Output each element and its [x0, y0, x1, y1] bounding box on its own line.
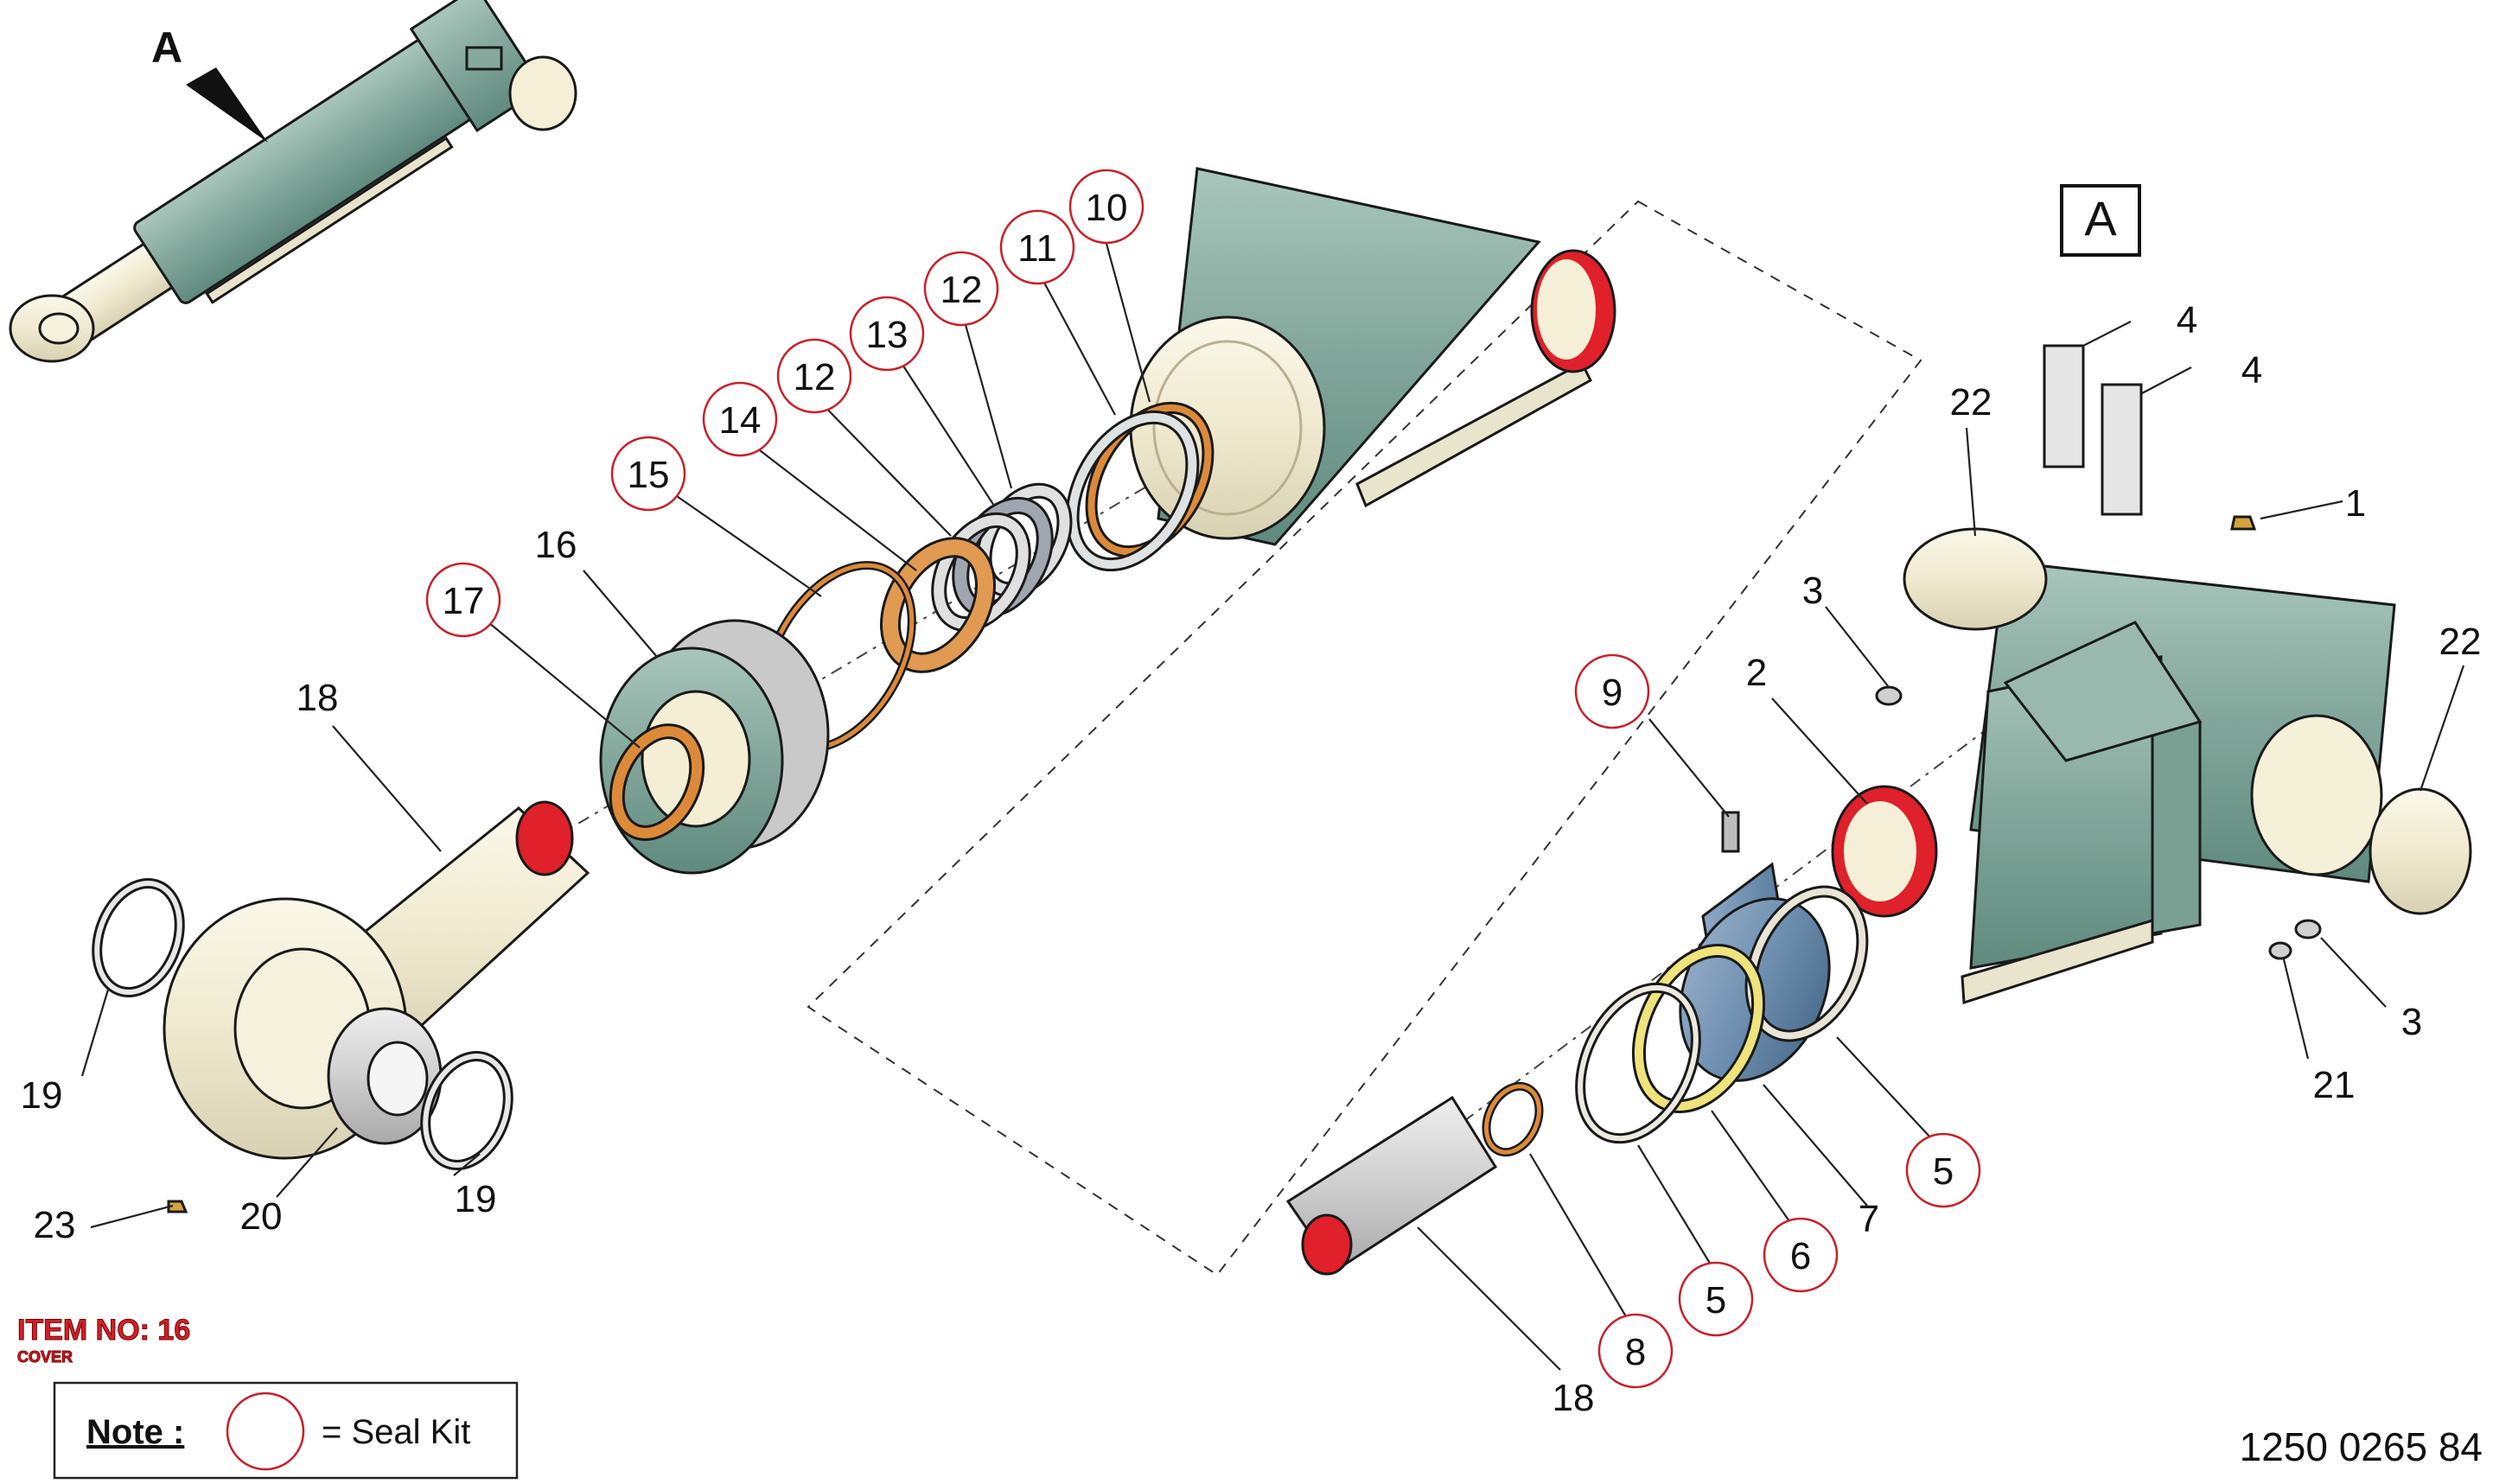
exploded-group-outline	[807, 200, 1922, 1277]
svg-text:5: 5	[1705, 1279, 1726, 1322]
view-a-box	[2060, 184, 2141, 257]
callout-21: 21	[2313, 1064, 2356, 1106]
callout-4-lower: 4	[2241, 349, 2262, 392]
upper-center-axis	[552, 397, 1297, 839]
svg-text:7: 7	[1858, 1198, 1879, 1240]
svg-text:12: 12	[940, 269, 983, 311]
svg-text:16: 16	[535, 524, 577, 566]
callout-15: 15	[610, 436, 686, 512]
svg-text:11: 11	[1017, 227, 1057, 270]
svg-text:22: 22	[2439, 621, 2482, 663]
svg-text:19: 19	[455, 1178, 497, 1220]
svg-text:20: 20	[240, 1195, 283, 1238]
document-number: 1250 0265 84	[2240, 1424, 2483, 1469]
svg-text:10: 10	[1086, 187, 1128, 229]
piston-rod-with-eye	[92, 800, 590, 1213]
callout-13: 13	[849, 296, 925, 372]
svg-text:14: 14	[719, 399, 762, 442]
callout-18-left: 18	[296, 677, 339, 719]
callout-19-right: 19	[455, 1178, 497, 1220]
callout-20: 20	[240, 1195, 283, 1238]
callout-6: 6	[1763, 1217, 1839, 1293]
callout-1: 1	[2345, 482, 2366, 525]
svg-text:5: 5	[1933, 1150, 1954, 1193]
svg-text:13: 13	[866, 314, 909, 356]
callout-22-upper: 22	[1950, 381, 1992, 424]
callout-11: 11	[999, 209, 1075, 285]
svg-text:12: 12	[794, 356, 836, 398]
svg-text:2: 2	[1746, 652, 1767, 694]
svg-text:3: 3	[2401, 1001, 2422, 1043]
svg-text:17: 17	[443, 580, 485, 622]
callout-18-lower: 18	[1552, 1377, 1595, 1419]
svg-text:21: 21	[2313, 1064, 2356, 1106]
seal-kit-symbol	[226, 1392, 305, 1471]
view-a-box-label: A	[2084, 191, 2117, 245]
svg-text:4: 4	[2241, 349, 2262, 392]
note-legend: Note : = Seal Kit	[53, 1381, 519, 1480]
callout-23: 23	[34, 1204, 76, 1246]
svg-text:1: 1	[2345, 482, 2366, 525]
callout-12-lower: 12	[776, 338, 852, 414]
item-subtitle: COVER	[17, 1348, 73, 1366]
view-a-arrow	[186, 67, 268, 143]
svg-text:18: 18	[1552, 1377, 1595, 1419]
upper-seal-stack	[761, 401, 1215, 753]
callout-12-upper: 12	[923, 251, 999, 327]
item-title: ITEM NO: 16	[17, 1314, 190, 1347]
note-label: Note :	[86, 1413, 184, 1451]
callout-16: 16	[535, 524, 577, 566]
callout-7: 7	[1858, 1198, 1879, 1240]
cover-gland	[599, 619, 830, 875]
svg-text:3: 3	[1802, 570, 1823, 612]
note-text: = Seal Kit	[322, 1413, 470, 1451]
svg-text:19: 19	[21, 1074, 63, 1117]
callout-9: 9	[1574, 653, 1650, 729]
cylinder-tube	[1129, 167, 1616, 546]
svg-text:8: 8	[1625, 1331, 1646, 1373]
callout-5-right: 5	[1905, 1132, 1981, 1208]
svg-text:6: 6	[1790, 1235, 1811, 1277]
svg-text:4: 4	[2177, 299, 2197, 341]
svg-text:15: 15	[628, 454, 670, 496]
callout-14: 14	[702, 381, 778, 457]
callout-8: 8	[1597, 1313, 1674, 1389]
svg-text:18: 18	[296, 677, 339, 719]
callout-3-upper: 3	[1802, 570, 1823, 612]
svg-text:22: 22	[1950, 381, 1992, 424]
svg-text:9: 9	[1602, 672, 1623, 714]
callout-3-lower: 3	[2401, 1001, 2422, 1043]
assembled-cylinder-thumbnail	[9, 0, 577, 363]
callout-22-right: 22	[2439, 621, 2482, 663]
callout-2: 2	[1746, 652, 1767, 694]
cylinder-head-block	[1831, 344, 2472, 1005]
view-a-arrow-label: A	[151, 23, 182, 72]
svg-text:23: 23	[34, 1204, 76, 1246]
callout-leaders	[80, 243, 2465, 1371]
callout-4-upper: 4	[2177, 299, 2197, 341]
callout-5-lower: 5	[1678, 1261, 1754, 1337]
callouts: 10 11 12 13 12 14 15 16 17 18 19 19 20 2…	[21, 169, 2482, 1419]
callout-10: 10	[1068, 169, 1144, 245]
callout-17: 17	[425, 562, 501, 638]
callout-19-left: 19	[21, 1074, 63, 1117]
piston-assembly	[1285, 811, 1869, 1276]
